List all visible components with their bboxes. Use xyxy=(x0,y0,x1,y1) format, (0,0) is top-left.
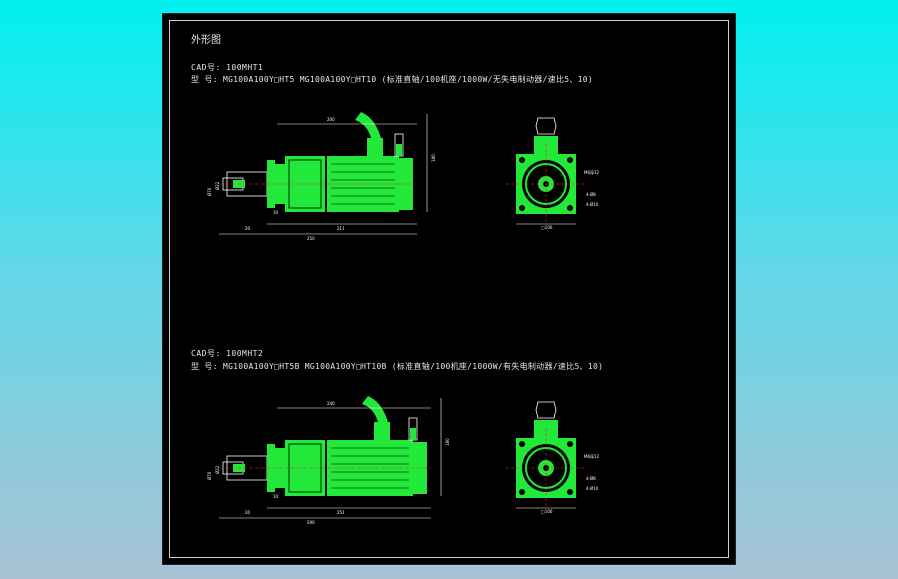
dim-pilot-text: 10 xyxy=(273,494,279,499)
front-bolt-hole xyxy=(519,441,525,447)
dim-top-text: 240 xyxy=(327,401,335,406)
front-hole2-text: 4-Ø10 xyxy=(586,202,599,207)
dim-body-text: 251 xyxy=(337,510,345,515)
model-line-2: 型 号: MG100A100Y□HT5B MG100A100Y□HT10B (标… xyxy=(191,362,604,371)
front-bolt-hole xyxy=(567,441,573,447)
power-connector xyxy=(367,138,383,156)
front-bolt-hole xyxy=(567,205,573,211)
dim-flange-text: 20 xyxy=(245,226,251,231)
front-hole1-text: 4-Ø8 xyxy=(586,192,596,197)
dim-top-text: 200 xyxy=(327,117,335,122)
encoder-connector-fill xyxy=(396,144,402,156)
front-bolt-hole xyxy=(519,205,525,211)
dim-dia2-text: Ø22 xyxy=(215,181,220,190)
drawing-border xyxy=(169,20,729,558)
power-connector-elbow xyxy=(362,396,388,422)
front-bolt-hole xyxy=(567,489,573,495)
front-bolt-hole xyxy=(519,157,525,163)
dim-height-text: 180 xyxy=(445,438,450,446)
dim-total-text: 290 xyxy=(307,520,315,525)
dim-total-text: 250 xyxy=(307,236,315,241)
model-line-1: 型 号: MG100A100Y□HT5 MG100A100Y□HT10 (标准直… xyxy=(191,75,594,84)
dim-pilot-text: 10 xyxy=(273,210,279,215)
cad-number-2: CAD号: 100MHT2 xyxy=(191,349,264,358)
dim-dia1-text: Ø70 xyxy=(207,471,212,480)
front-hole1-text: 4-Ø8 xyxy=(586,476,596,481)
front-dim-text: □100 xyxy=(541,509,553,514)
cad-number-1: CAD号: 100MHT1 xyxy=(191,63,264,72)
dim-dia1-text: Ø70 xyxy=(207,187,212,196)
dim-dia2-text: Ø22 xyxy=(215,465,220,474)
front-connector-nut xyxy=(535,401,557,419)
encoder-connector-fill xyxy=(410,428,416,440)
front-bolt-text: M6深12 xyxy=(584,453,600,459)
front-bolt-hole xyxy=(519,489,525,495)
dim-height-text: 180 xyxy=(431,154,436,162)
front-connector-nut xyxy=(535,117,557,135)
drawing-canvas: 2502112010200180Ø70Ø22□100M6深124-Ø84-Ø10… xyxy=(207,112,600,525)
dim-body-text: 211 xyxy=(337,226,345,231)
drawing-title: 外形图 xyxy=(191,35,221,46)
front-bolt-text: M6深12 xyxy=(584,169,600,175)
drawing-frame: 外形图 CAD号: 100MHT1 型 号: MG100A100Y□HT5 MG… xyxy=(162,13,736,565)
front-dim-text: □100 xyxy=(541,225,553,230)
dim-flange-text: 20 xyxy=(245,510,251,515)
power-connector xyxy=(374,422,390,440)
power-connector-elbow xyxy=(355,112,381,138)
front-hole2-text: 4-Ø10 xyxy=(586,486,599,491)
front-bolt-hole xyxy=(567,157,573,163)
